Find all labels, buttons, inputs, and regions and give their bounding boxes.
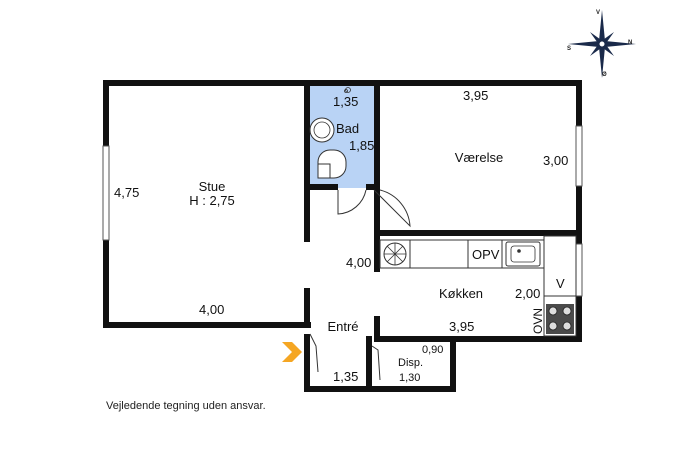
stue-dim-bottom: 4,00 — [199, 302, 224, 317]
compass-east: Ø — [602, 72, 607, 78]
disp-dim-top: 0,90 — [422, 344, 443, 356]
vaerelse-dim-right: 3,00 — [543, 153, 568, 168]
disp-name: Disp. — [398, 357, 423, 369]
stue-name: Stue — [199, 179, 226, 194]
bad-dim-right: 1,85 — [349, 138, 374, 153]
door-entre — [309, 333, 319, 373]
stue-dim-left: 4,75 — [114, 185, 139, 200]
entre-name: Entré — [327, 319, 358, 334]
sink-icon — [505, 241, 541, 267]
compass-north: N — [628, 40, 632, 46]
shower-icon — [344, 87, 351, 93]
door-bad — [337, 189, 367, 215]
vaerelse-name: Værelse — [455, 150, 503, 165]
bad-dim-top: 1,35 — [333, 94, 358, 109]
compass-rose-icon: N S Ø V — [567, 10, 636, 78]
door-disp — [371, 345, 381, 381]
compass-west: V — [596, 10, 600, 16]
doors — [309, 189, 411, 381]
window-koekken — [575, 243, 583, 297]
kitchen-counter — [379, 235, 577, 337]
door-vaerelse — [373, 189, 411, 228]
washing-machine-icon — [383, 242, 407, 266]
window-stue — [102, 145, 110, 241]
window-vaerelse — [575, 125, 583, 187]
ovn-label: OVN — [531, 308, 545, 334]
koekken-dim-bottom: 3,95 — [449, 319, 474, 334]
vaerelse-dim-top: 3,95 — [463, 88, 488, 103]
koekken-dim-right: 2,00 — [515, 286, 540, 301]
koekken-dim-left: 4,00 — [346, 255, 371, 270]
koekken-name: Køkken — [439, 286, 483, 301]
bad-name: Bad — [336, 121, 359, 136]
hob-icon — [546, 304, 574, 334]
disp-dim-bottom: 1,30 — [399, 372, 420, 384]
toilet-icon — [317, 149, 347, 179]
opv-label: OPV — [472, 247, 500, 262]
entre-dim-bottom: 1,35 — [333, 369, 358, 384]
disclaimer-text: Vejledende tegning uden ansvar. — [106, 400, 266, 412]
v-label: V — [556, 276, 565, 291]
stue-height: H : 2,75 — [189, 193, 235, 208]
entrance-arrow-icon — [282, 342, 302, 362]
washbasin-icon — [309, 117, 335, 143]
compass-south: S — [567, 46, 571, 52]
